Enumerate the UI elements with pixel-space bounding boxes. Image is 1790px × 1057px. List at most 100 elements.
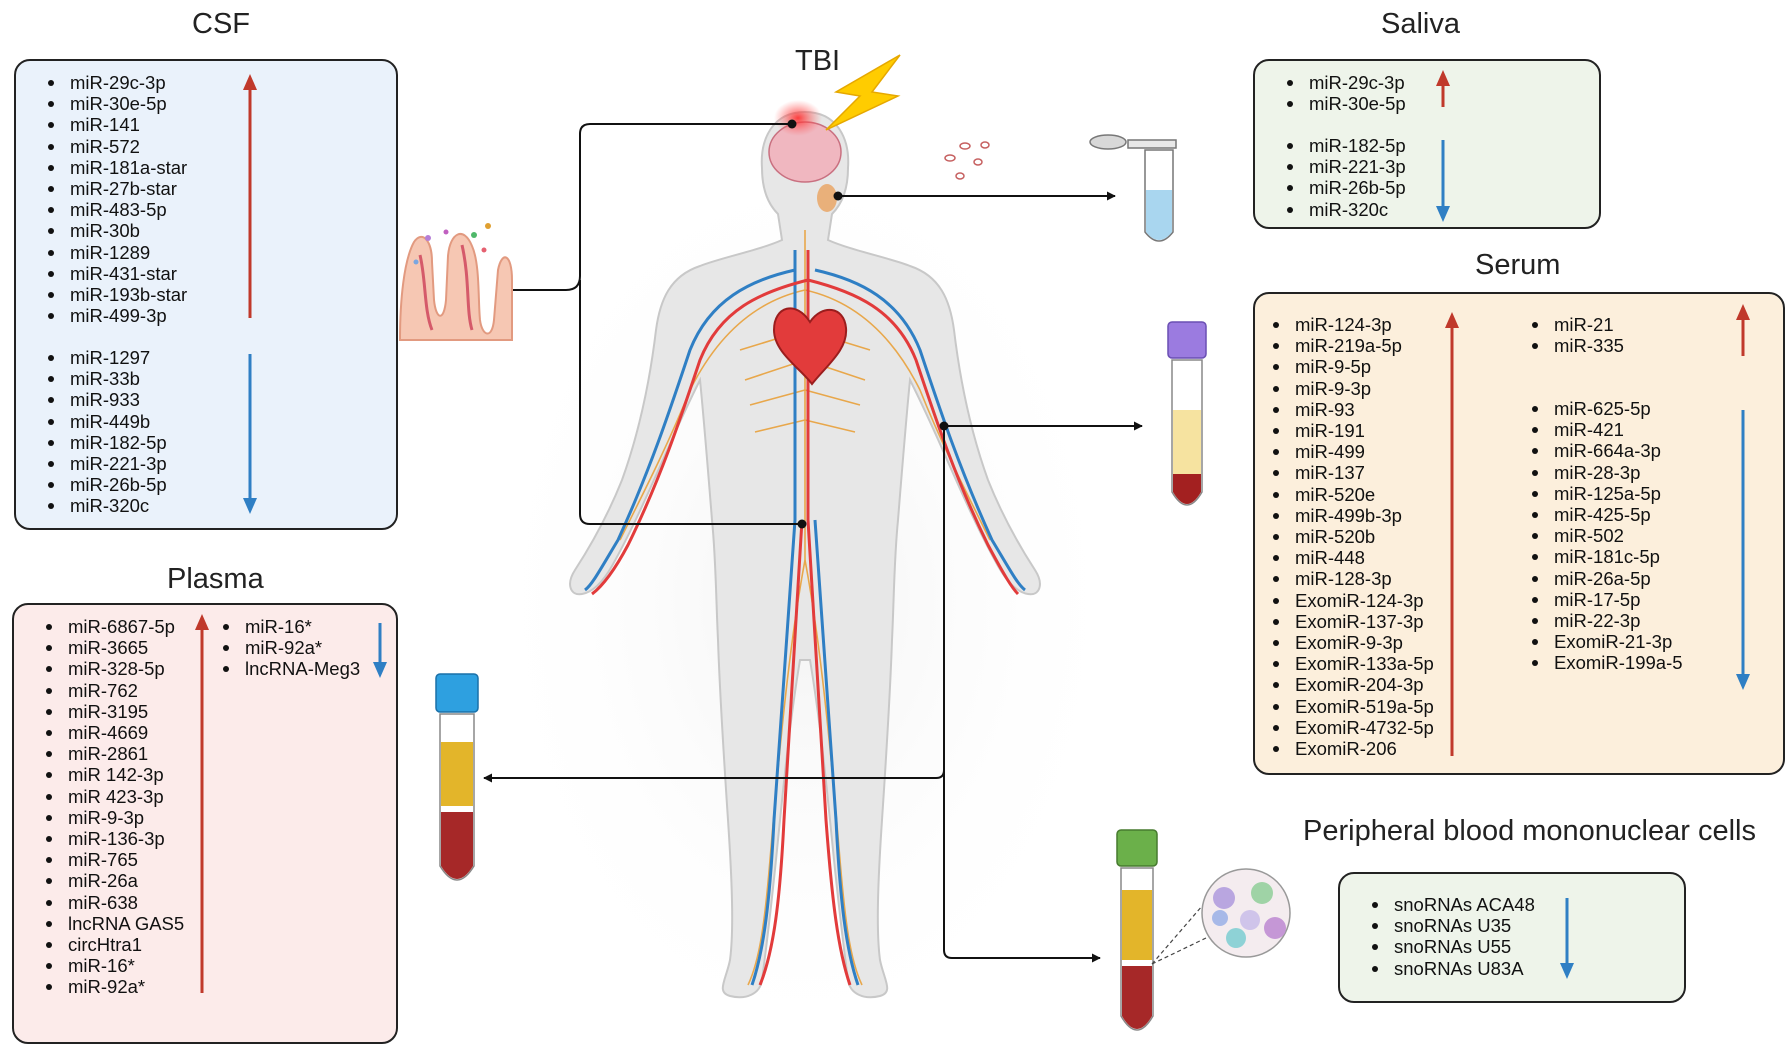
mirna-list-item: ExomiR-137-3p (1269, 611, 1434, 632)
mirna-list-item: miR-16* (219, 616, 360, 637)
mirna-list-item: snoRNAs U35 (1368, 915, 1535, 936)
veins-icon (584, 250, 1026, 986)
mirna-list-item: miR-520e (1269, 484, 1434, 505)
mirna-list-item: miR-26b-5p (1283, 177, 1406, 198)
mirna-list-item: lncRNA-Meg3 (219, 658, 360, 679)
mirna-list-item: miR-137 (1269, 462, 1434, 483)
serum-title: Serum (1475, 249, 1561, 281)
salivary-gland-icon (817, 184, 837, 212)
pbmc-down-arrow-icon (1560, 898, 1574, 979)
mirna-list-item: miR-30b (44, 220, 187, 241)
mirna-list-item: miR-181a-star (44, 157, 187, 178)
mirna-list-item: miR-502 (1528, 525, 1683, 546)
saliva-title: Saliva (1381, 8, 1460, 40)
mirna-list-item: miR-181c-5p (1528, 546, 1683, 567)
saliva-up-arrow-icon (1436, 70, 1450, 107)
connector-lines (483, 123, 1143, 963)
mirna-list-item: miR-221-3p (44, 453, 167, 474)
mirna-list-item: miR-320c (1283, 199, 1406, 220)
mirna-list-item: miR-26b-5p (44, 474, 167, 495)
mirna-list-item: ExomiR-204-3p (1269, 674, 1434, 695)
plasma-up-arrow-icon (195, 614, 209, 993)
mirna-list-item: miR-27b-star (44, 178, 187, 199)
mirna-list-item: miR-762 (42, 680, 184, 701)
mirna-list-item: miR-33b (44, 368, 167, 389)
regulation-arrows (195, 70, 1750, 993)
pbmc-panel (1338, 872, 1686, 1003)
mirna-list-item: ExomiR-519a-5p (1269, 696, 1434, 717)
plasma-down-list: miR-16*miR-92a*lncRNA-Meg3 (219, 616, 360, 680)
csf-panel (14, 59, 398, 530)
mirna-list-item: miR-141 (44, 114, 187, 135)
mirna-list-item: miR-3665 (42, 637, 184, 658)
mirna-list-item: miR-320c (44, 495, 167, 516)
mirna-list-item: miR-124-3p (1269, 314, 1434, 335)
saliva-panel (1253, 59, 1601, 229)
mirna-list-item: miR-182-5p (44, 432, 167, 453)
plasma-title: Plasma (167, 563, 264, 595)
mirna-list-item: miR-572 (44, 136, 187, 157)
mirna-list-item: miR-425-5p (1528, 504, 1683, 525)
saliva-down-arrow-icon (1436, 140, 1450, 222)
mirna-list-item: miR-625-5p (1528, 398, 1683, 419)
mirna-list-item: miR-136-3p (42, 828, 184, 849)
mirna-list-item: miR-9-5p (1269, 356, 1434, 377)
mirna-list-item: miR-92a* (219, 637, 360, 658)
serum-tube-icon (1167, 321, 1207, 506)
csf-title: CSF (192, 8, 250, 40)
mirna-list-item: miR-520b (1269, 526, 1434, 547)
mirna-list-item: miR-191 (1269, 420, 1434, 441)
mirna-list-item: lncRNA GAS5 (42, 913, 184, 934)
mirna-list-item: miR-16* (42, 955, 184, 976)
mirna-list-item: miR-9-3p (1269, 378, 1434, 399)
mirna-list-item: miR-421 (1528, 419, 1683, 440)
mirna-list-item: miR-6867-5p (42, 616, 184, 637)
mirna-list-item: miR-221-3p (1283, 156, 1406, 177)
mirna-list-item: miR-499-3p (44, 305, 187, 326)
mirna-list-item: snoRNAs U55 (1368, 936, 1535, 957)
csf-down-arrow-icon (243, 354, 257, 514)
mirna-list-item: miR-448 (1269, 547, 1434, 568)
plasma-tube-icon (435, 673, 479, 881)
mirna-list-item: miR-30e-5p (1283, 93, 1406, 114)
mirna-list-item: miR-499 (1269, 441, 1434, 462)
mirna-list-item: miR-30e-5p (44, 93, 187, 114)
arteries-icon (591, 250, 1020, 986)
mirna-list-item: miR-193b-star (44, 284, 187, 305)
mirna-list-item: miR-28-3p (1528, 462, 1683, 483)
heart-icon (772, 307, 848, 386)
mirna-list-item: miR-638 (42, 892, 184, 913)
mirna-list-item: miR-9-3p (42, 807, 184, 828)
mirna-list-item: miR-933 (44, 389, 167, 410)
mirna-list-item: circHtra1 (42, 934, 184, 955)
mirna-list-item: miR-21 (1528, 314, 1624, 335)
mirna-list-item: snoRNAs U83A (1368, 958, 1535, 979)
serum-up-arrow-icon (1445, 312, 1459, 756)
mirna-list-item: miR-17-5p (1528, 589, 1683, 610)
mirna-list-item: miR-182-5p (1283, 135, 1406, 156)
mirna-list-item: ExomiR-21-3p (1528, 631, 1683, 652)
mirna-list-item: miR-219a-5p (1269, 335, 1434, 356)
serum-up-right-arrow-icon (1736, 304, 1750, 356)
mirna-list-item: miR-26a (42, 870, 184, 891)
tbi-title: TBI (795, 45, 841, 77)
mirna-list-item: miR-2861 (42, 743, 184, 764)
mirna-list-item: ExomiR-199a-5 (1528, 652, 1683, 673)
lightning-bolt-icon (825, 54, 901, 131)
mirna-list-item: miR 423-3p (42, 786, 184, 807)
human-body-icon (475, 100, 1135, 1057)
mirna-list-item: miR-93 (1269, 399, 1434, 420)
mirna-list-item: miR-125a-5p (1528, 483, 1683, 504)
mirna-list-item: miR-664a-3p (1528, 440, 1683, 461)
mirna-list-item: miR-765 (42, 849, 184, 870)
plasma-panel (12, 603, 398, 1044)
